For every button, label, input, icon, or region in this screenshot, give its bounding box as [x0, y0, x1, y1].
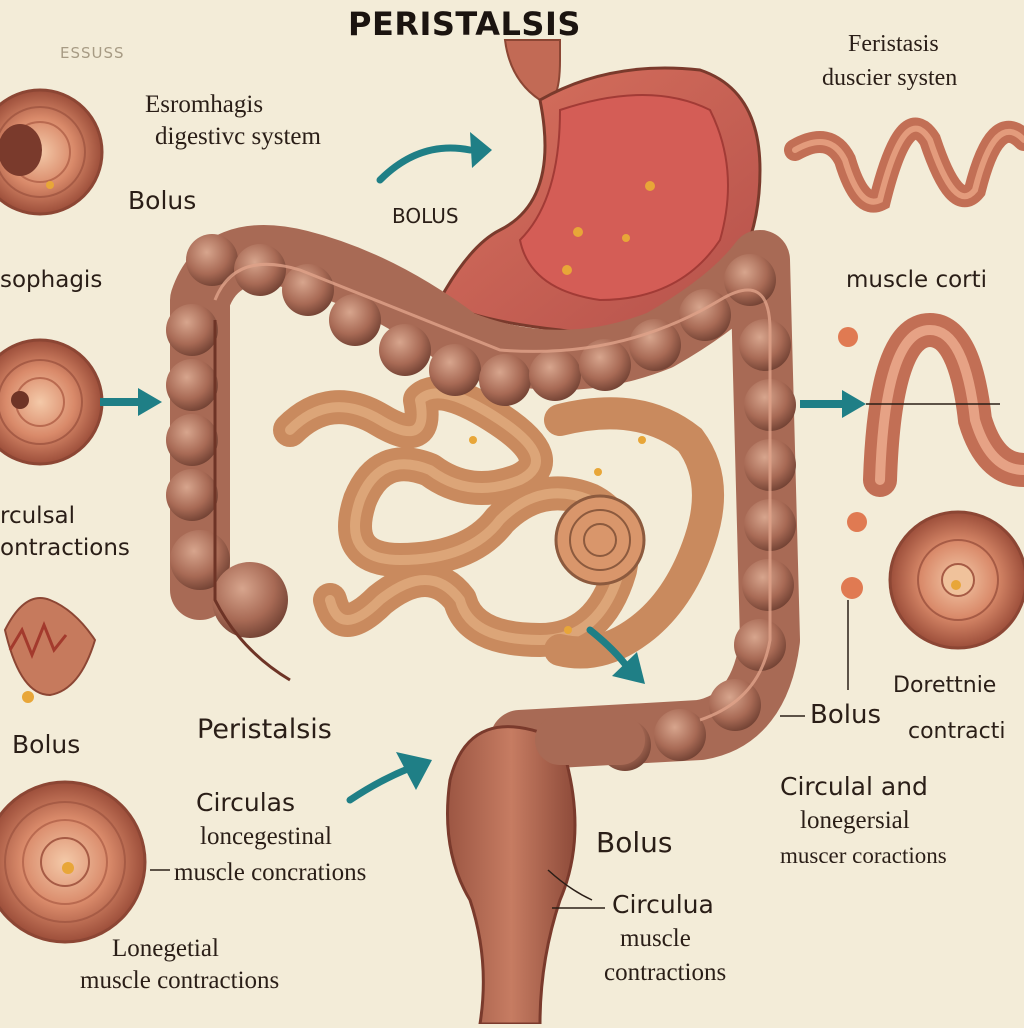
label-circulua-2: muscle [620, 925, 691, 952]
small-intestine [273, 376, 724, 669]
label-peristalsis-mid: Peristalsis [197, 714, 332, 745]
label-esophagus-top-left: Esromhagis [145, 91, 264, 118]
arrow-right-icon [586, 626, 645, 684]
muscle-wave-mid-right [838, 312, 1024, 497]
stomach [405, 66, 762, 349]
label-circulas-3: muscle concrations [174, 859, 367, 886]
label-circulas-1: Circulas [196, 788, 296, 817]
arrow-right-icon [100, 388, 162, 416]
label-bolus-left-mid: Bolus [12, 730, 81, 759]
large-intestine [166, 225, 800, 771]
arrow-right-icon [346, 752, 432, 804]
label-esophagus-left: sophagis [0, 267, 103, 293]
longitudinal-section-bottom-left [0, 780, 147, 944]
label-circulal-and-2: lonegersial [800, 807, 910, 834]
label-circular-left-1: rculsal [0, 503, 76, 529]
arrow-right-icon [376, 132, 492, 184]
rectum [446, 715, 645, 1026]
esophagus-section-mid-left [0, 338, 104, 466]
diagram-title: PERISTALSIS [348, 5, 581, 43]
label-peristalsis-top-right: Feristasis [848, 31, 939, 57]
label-bolus-bottom-center: Bolus [596, 826, 673, 859]
label-digestive-system: digestivc system [155, 123, 321, 150]
label-dorettnie-2: contracti [908, 719, 1006, 744]
label-bolus-right: Bolus [810, 700, 881, 730]
label-circulua-1: Circulua [612, 890, 714, 919]
peristaltic-wave-section-left [3, 597, 97, 703]
label-longitudinal-1: Lonegetial [112, 935, 219, 962]
label-digestive-top-right: duscier systen [822, 65, 958, 91]
label-bolus-left-top: Bolus [128, 186, 197, 215]
label-circulal-and-1: Circulal and [780, 772, 928, 801]
label-circular-left-2: ontractions [0, 535, 130, 561]
label-circulua-3: contractions [604, 959, 727, 986]
leader-lines [150, 715, 805, 909]
circular-section-right [841, 510, 1024, 690]
label-muscle-right: muscle corti [846, 267, 988, 293]
muscle-wave-top-right [784, 117, 1024, 213]
label-bolus-center-top: BOLUS [392, 204, 459, 228]
label-circulas-2: loncegestinal [200, 823, 332, 850]
faint-label-top-left: ESSUSS [60, 44, 125, 62]
label-longitudinal-2: muscle contractions [80, 967, 280, 994]
arrow-right-icon [800, 390, 1000, 418]
label-circulal-and-3: muscer coractions [780, 843, 947, 868]
esophagus-section-top-left [0, 88, 104, 216]
label-dorettnie-1: Dorettnie [893, 673, 997, 698]
